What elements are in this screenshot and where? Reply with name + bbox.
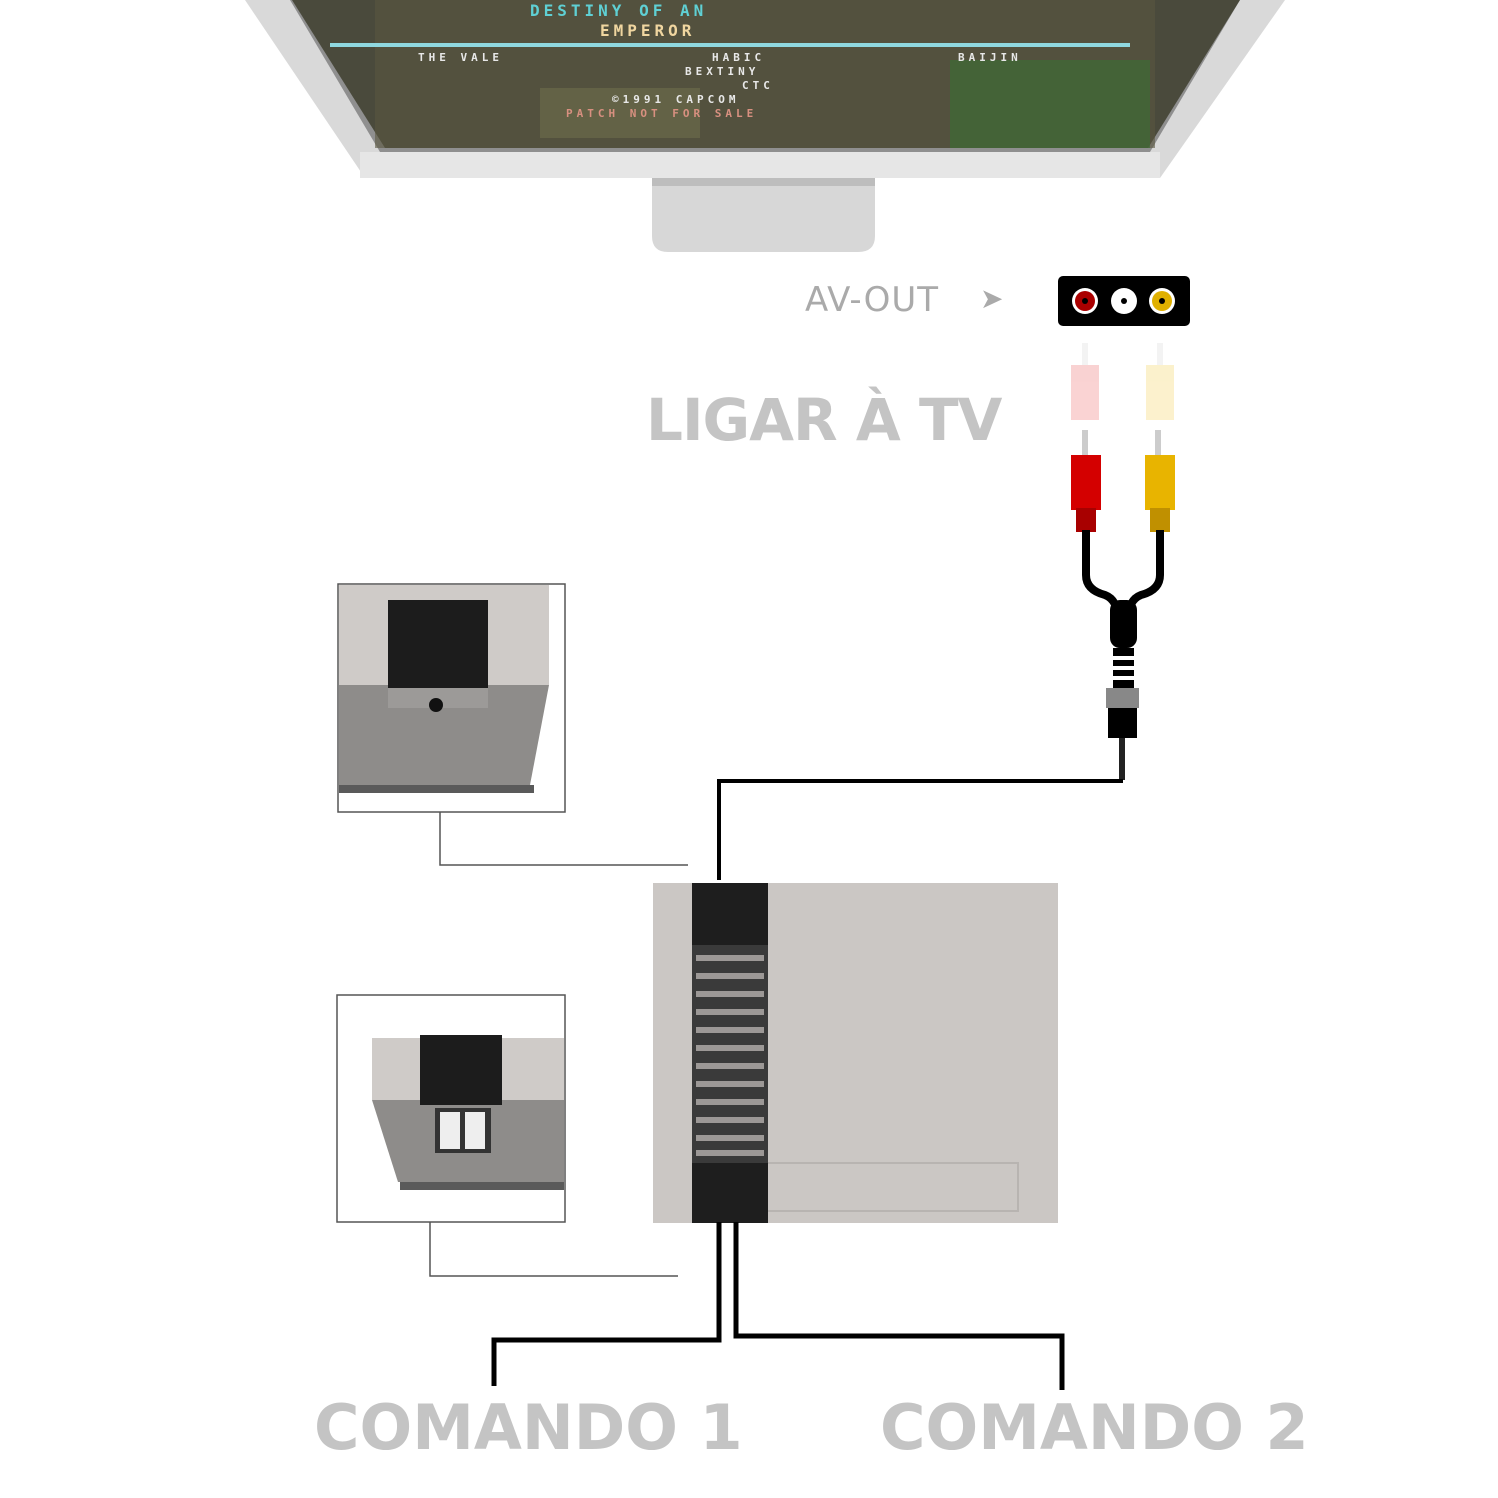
inset-av-port-photo: [337, 583, 566, 813]
controller-2-label: COMANDO 2: [880, 1391, 1309, 1464]
connection-diagram: [336, 276, 1190, 1390]
jack-plug-icon: [1106, 648, 1139, 780]
arrow-right-icon: ➤: [980, 282, 1004, 315]
console-body: [653, 883, 1058, 1223]
screen-line-ctc: CTC: [742, 79, 774, 92]
controller-1-cable: [491, 1222, 722, 1386]
tv-monitor: [245, 0, 1285, 252]
screen-credit-right: BAIJIN: [958, 51, 1022, 64]
screen-credit-left: THE VALE: [418, 51, 503, 64]
screen-line-bextiny: BEXTINY: [685, 65, 760, 78]
controller-2-cable: [733, 1222, 1065, 1390]
screen-notice: PATCH NOT FOR SALE: [566, 107, 758, 120]
inset-usb-ports-photo: [336, 994, 566, 1223]
connect-tv-label: LIGAR À TV: [646, 386, 1002, 454]
screen-sword: [330, 43, 1130, 47]
rca-red-plug-icon: [1071, 430, 1101, 532]
controller-1-label: COMANDO 1: [314, 1391, 743, 1464]
av-port-icon: [1058, 276, 1190, 326]
screen-copyright: ©1991 CAPCOM: [612, 93, 740, 106]
monitor-stand: [652, 178, 875, 252]
screen-credit-mid: HABIC: [712, 51, 766, 64]
screen-title-2: EMPEROR: [600, 21, 696, 40]
rca-yellow-plug-icon: [1145, 430, 1175, 532]
av-out-label: AV-OUT: [805, 280, 939, 320]
rca-plug-ghost-icons: [1071, 343, 1174, 420]
screen-title-1: DESTINY OF AN: [530, 1, 708, 20]
